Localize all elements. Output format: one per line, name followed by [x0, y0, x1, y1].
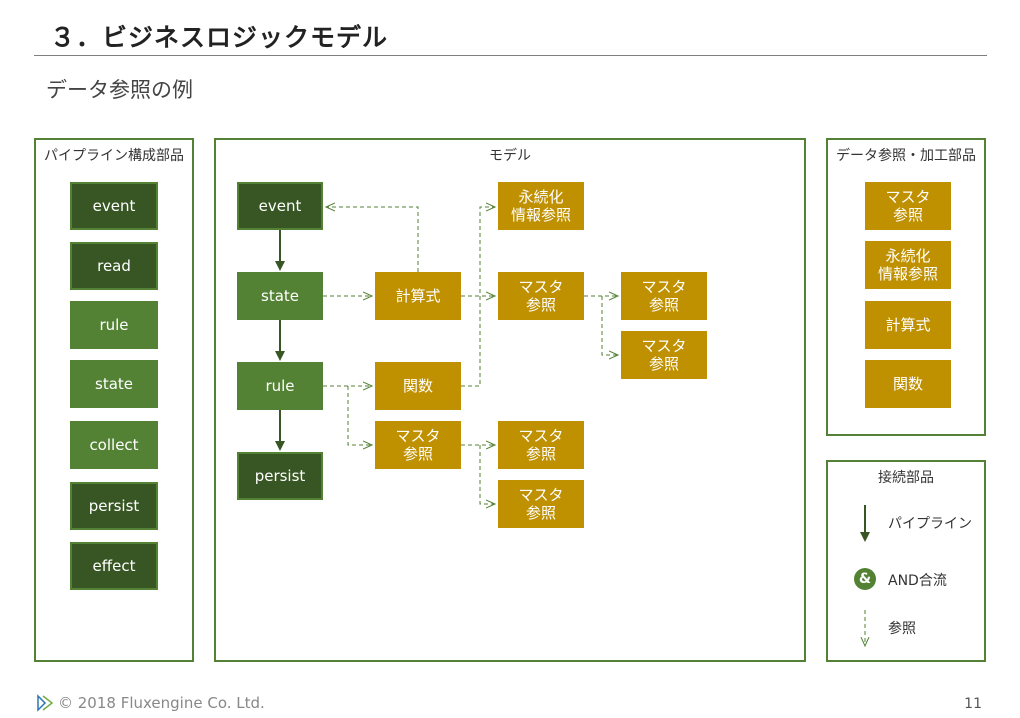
model-rule: rule: [237, 362, 323, 410]
connector-legend-panel: 接続部品: [826, 460, 986, 662]
legend-pipeline-label: パイプライン: [888, 516, 972, 532]
part-effect: effect: [70, 542, 158, 590]
connector-legend-title: 接続部品: [878, 470, 934, 486]
model-master-ref-rule: マスタ 参照: [375, 421, 461, 469]
and-merge-icon: &: [854, 568, 876, 590]
part-state: state: [70, 360, 158, 408]
data-parts-title: データ参照・加工部品: [836, 148, 976, 164]
part-rule: rule: [70, 301, 158, 349]
model-master-ref-a: マスタ 参照: [498, 421, 584, 469]
model-master-ref-d: マスタ 参照: [621, 331, 707, 379]
part-collect: collect: [70, 421, 158, 469]
part-perpetual-ref: 永続化 情報参照: [865, 241, 951, 289]
page-number: 11: [964, 696, 982, 712]
part-read: read: [70, 242, 158, 290]
legend-ref-label: 参照: [888, 621, 916, 637]
part-master-ref: マスタ 参照: [865, 182, 951, 230]
footer-copyright: © 2018 Fluxengine Co. Ltd.: [58, 694, 265, 712]
page-subtitle: データ参照の例: [46, 78, 193, 102]
part-event: event: [70, 182, 158, 230]
fluxengine-logo-icon: [37, 694, 54, 712]
model-master-ref-calc: マスタ 参照: [498, 272, 584, 320]
pipeline-parts-title: パイプライン構成部品: [44, 148, 184, 164]
model-func: 関数: [375, 362, 461, 410]
part-calc: 計算式: [865, 301, 951, 349]
title-divider: [34, 55, 987, 56]
legend-and-label: AND合流: [888, 573, 947, 589]
part-func: 関数: [865, 360, 951, 408]
model-calc: 計算式: [375, 272, 461, 320]
model-master-ref-b: マスタ 参照: [498, 480, 584, 528]
part-persist: persist: [70, 482, 158, 530]
reference-arrows: [323, 207, 618, 504]
model-perpetual-ref: 永続化 情報参照: [498, 182, 584, 230]
model-state: state: [237, 272, 323, 320]
model-master-ref-c: マスタ 参照: [621, 272, 707, 320]
model-title: モデル: [489, 148, 531, 164]
page-title: ３．ビジネスロジックモデル: [50, 23, 389, 52]
model-persist: persist: [237, 452, 323, 500]
model-event: event: [237, 182, 323, 230]
